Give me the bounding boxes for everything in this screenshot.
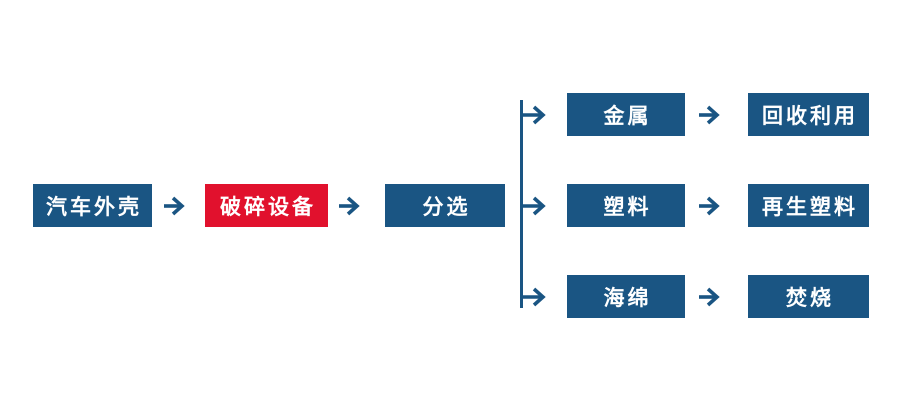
node-incineration-label: 焚烧	[786, 286, 834, 310]
arrow-right-icon	[162, 194, 192, 218]
branch-trunk-line	[520, 100, 523, 308]
node-crushing-equipment: 破碎设备	[205, 184, 328, 227]
arrow-right-icon	[337, 194, 367, 218]
node-recycled-plastic-label: 再生塑料	[762, 195, 858, 219]
node-crushing-equipment-label: 破碎设备	[220, 195, 316, 219]
arrow-right-icon	[697, 285, 727, 309]
node-recycling: 回收利用	[748, 93, 869, 136]
node-car-shell: 汽车外壳	[33, 184, 152, 227]
arrow-right-icon	[521, 285, 553, 309]
node-sponge-label: 海绵	[603, 286, 652, 310]
arrow-right-icon	[521, 194, 553, 218]
node-metal-label: 金属	[603, 104, 652, 128]
node-sorting: 分选	[385, 184, 505, 227]
arrow-right-icon	[697, 103, 727, 127]
arrow-right-icon	[697, 194, 727, 218]
node-metal: 金属	[567, 93, 685, 136]
node-car-shell-label: 汽车外壳	[46, 195, 142, 219]
node-sorting-label: 分选	[422, 195, 471, 219]
node-incineration: 焚烧	[748, 275, 869, 318]
node-plastic: 塑料	[567, 184, 685, 227]
node-sponge: 海绵	[567, 275, 685, 318]
node-recycling-label: 回收利用	[762, 104, 858, 128]
node-recycled-plastic: 再生塑料	[748, 184, 869, 227]
arrow-right-icon	[521, 103, 553, 127]
node-plastic-label: 塑料	[603, 195, 652, 219]
